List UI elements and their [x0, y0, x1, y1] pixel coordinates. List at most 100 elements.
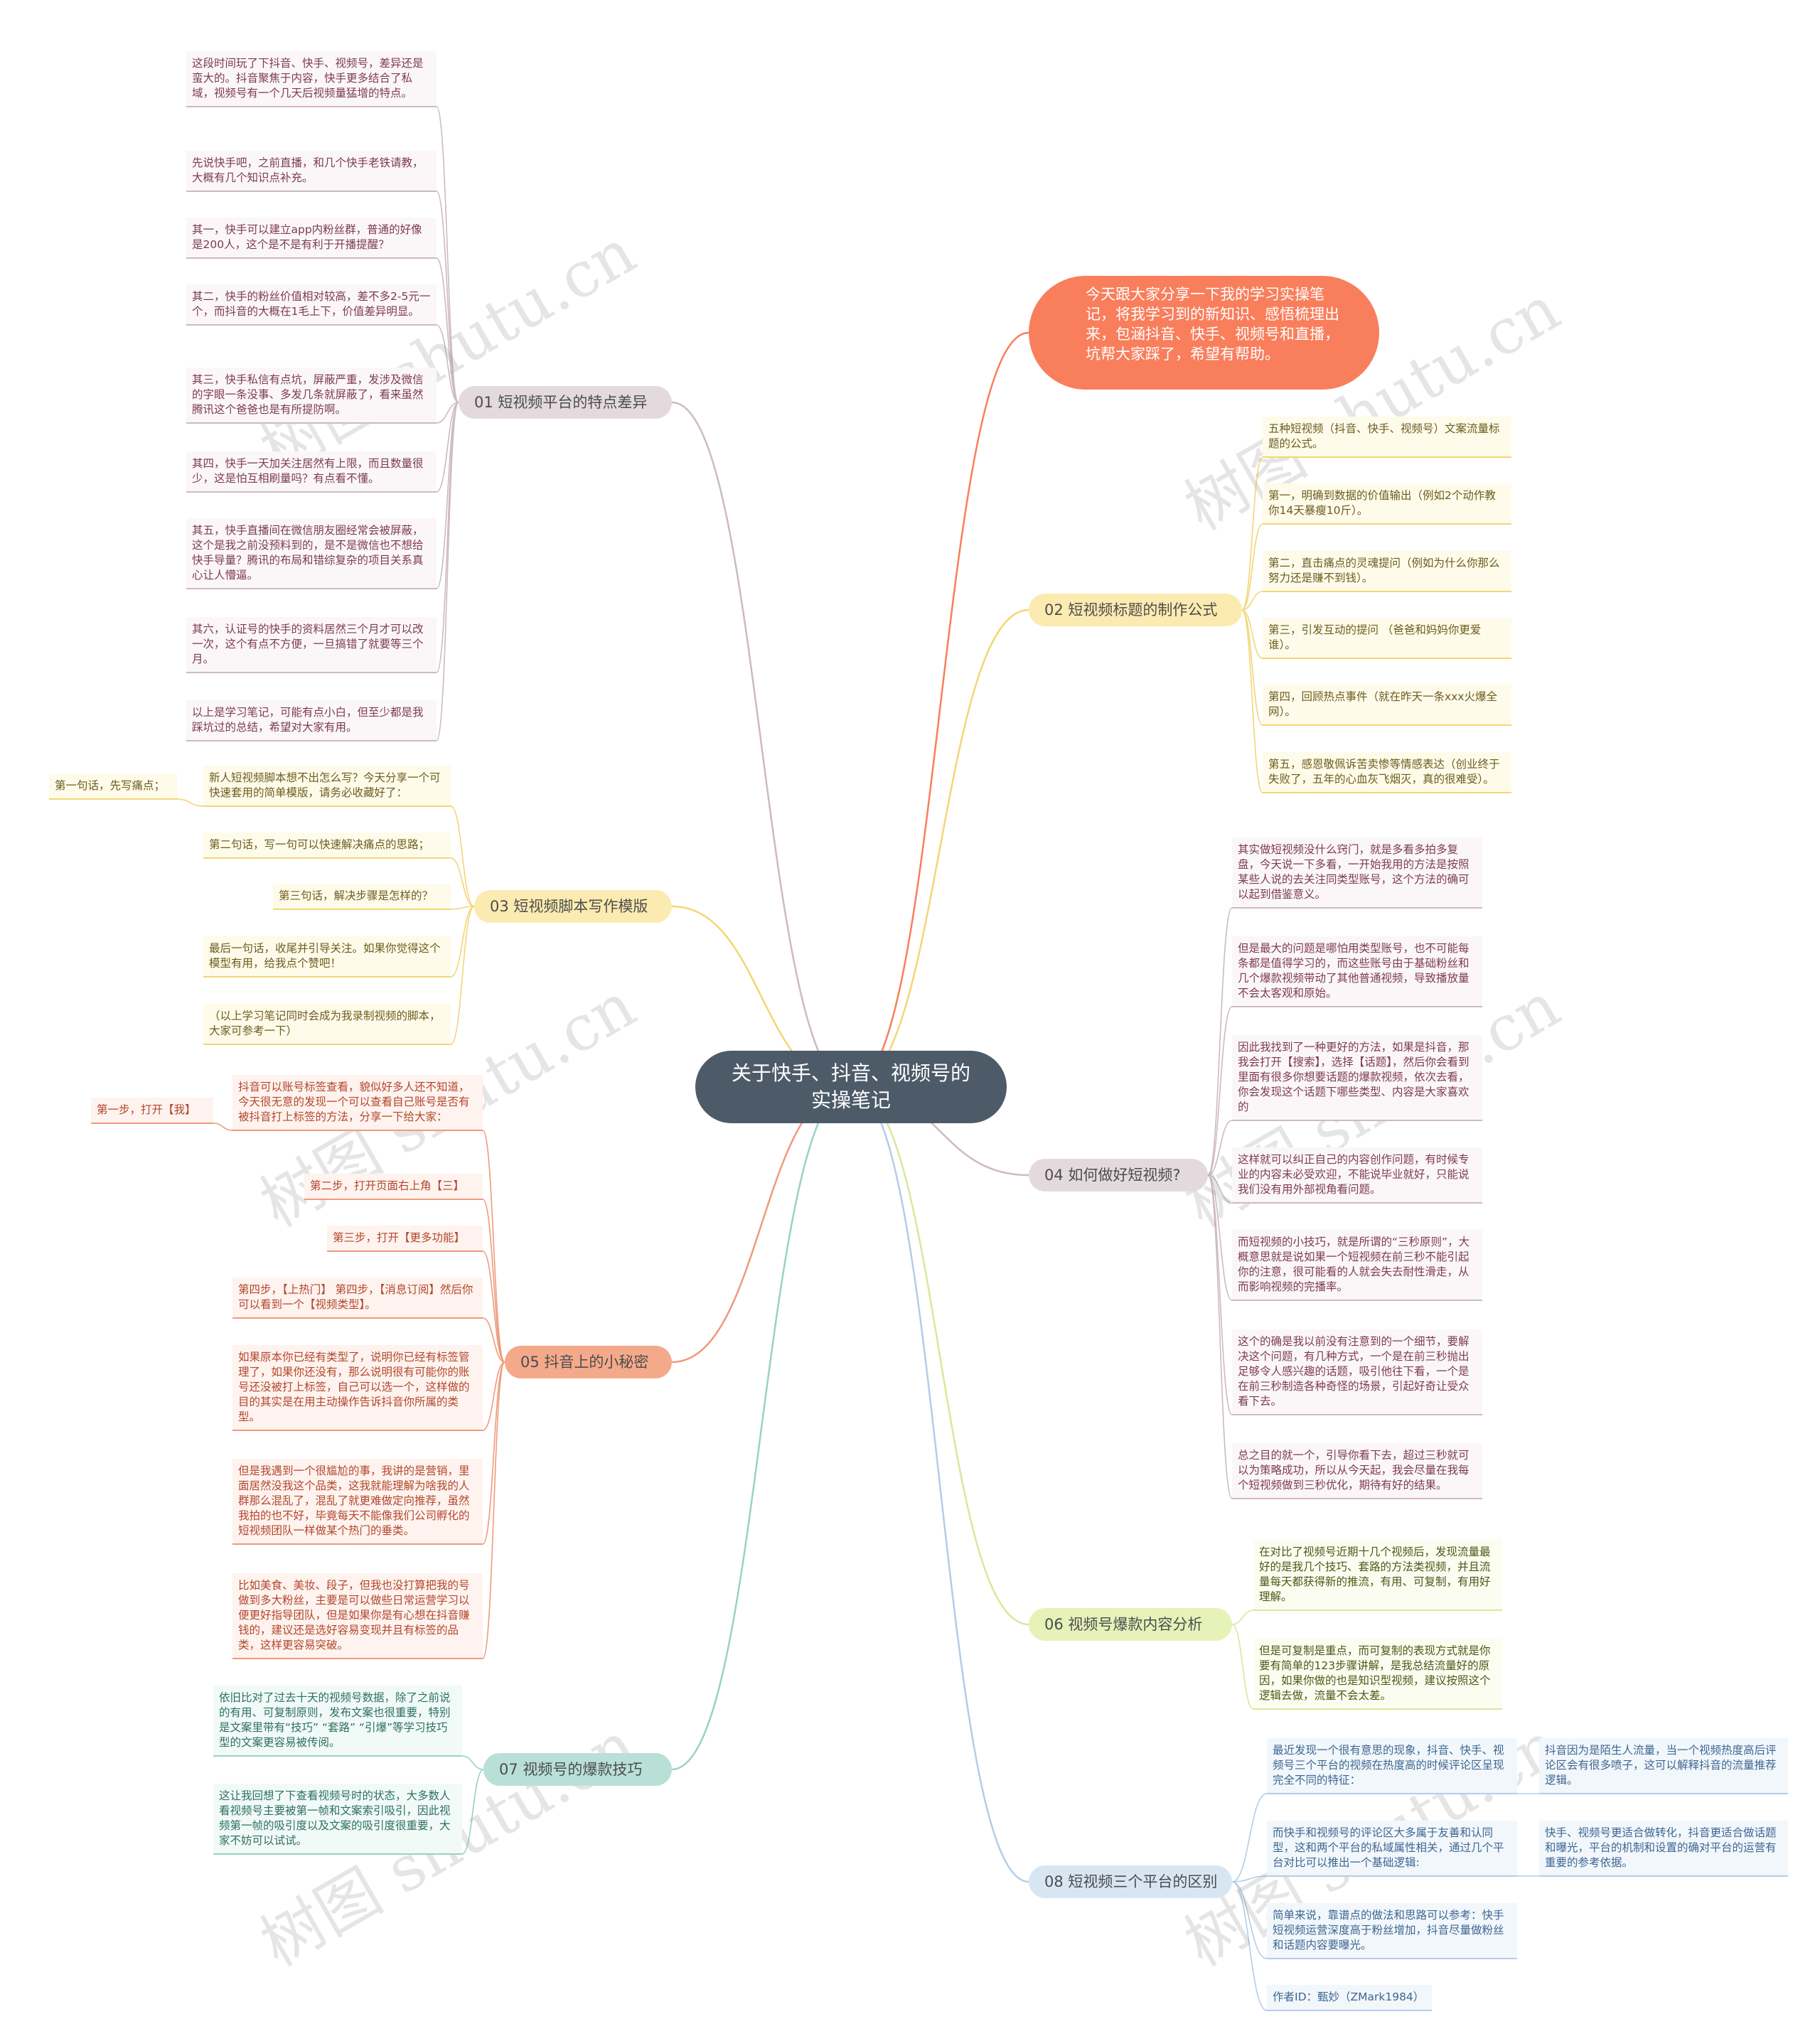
b4-leaf-5: 而短视频的小技巧，就是所谓的“三秒原则”，大概意思就是说如果一个短视频在前三秒不… [1232, 1230, 1482, 1301]
b3-leaf-3: 第三句话，解决步骤是怎样的？ [273, 884, 451, 910]
connector [482, 1361, 505, 1545]
connector [436, 402, 459, 424]
b8-leaf-1: 最近发现一个很有意思的现象，抖音、快手、视频号三个平台的视频在热度高的时候评论区… [1267, 1738, 1517, 1794]
connector [436, 106, 459, 403]
connector [1241, 456, 1263, 611]
b5-leaf-5: 如果原本你已经有类型了，说明你已经有标签管理了，如果你还没有，那么说明很有可能你… [232, 1345, 483, 1431]
connector [1207, 1006, 1233, 1176]
connector [436, 402, 459, 589]
connector [213, 1123, 233, 1131]
connector [482, 1199, 505, 1363]
b4-leaf-1: 其实做短视频没什么窍门，就是多看多拍多复盘，今天说一下多看，一开始我用的方法是按… [1232, 837, 1482, 909]
b3-leaf-1: 新人短视频脚本想不出怎么写？今天分享一个可快速套用的简单模版，请务必收藏好了： [203, 766, 451, 807]
branch-01-platform-differences[interactable]: 01 短视频平台的特点差异 [459, 386, 672, 419]
connector [482, 1250, 505, 1363]
connector [1207, 1174, 1233, 1301]
connector [436, 402, 459, 741]
connector [850, 1086, 1029, 1883]
b7-leaf-2: 这让我回想了下查看视频号时的状态，大多数人看视频号主要被第一帧和文案索引吸引，因… [213, 1784, 462, 1855]
connector [1207, 1174, 1233, 1204]
b1-leaf-4: 其二，快手的粉丝价值相对较高，差不多2-5元一个，而抖音的大概在1毛上下，价值差… [186, 284, 437, 326]
b2-leaf-1: 五种短视频（抖音、快手、视频号）文案流量标题的公式。 [1263, 417, 1511, 458]
connector [482, 1317, 505, 1363]
connector [461, 1755, 484, 1770]
connector [1207, 907, 1233, 1176]
connector [436, 257, 459, 403]
b5-sub-leaf: 第一步，打开【我】 [91, 1098, 213, 1124]
connector [1241, 591, 1263, 611]
connector [482, 1361, 505, 1659]
b8-leaf-3: 简单来说，靠谱点的做法和思路可以参考：快手短视频运营深度高于粉丝增加，抖音尽量做… [1267, 1903, 1517, 1959]
b8-sub-leaf-1: 抖音因为是陌生人流量，当一个视频热度高后评论区会有很多喷子，这可以解释抖音的流量… [1539, 1738, 1788, 1794]
b1-leaf-5: 其三，快手私信有点坑，屏蔽严重，发涉及微信的字眼一条没事、多发几条就屏蔽了，看来… [186, 368, 437, 424]
b2-leaf-4: 第三，引发互动的提问 （爸爸和妈妈你更爱谁）。 [1263, 618, 1511, 659]
connector [436, 324, 459, 403]
b4-leaf-3: 因此我找到了一种更好的方法，如果是抖音，那我会打开【搜索】，选择【话题】，然后你… [1232, 1035, 1482, 1121]
b5-leaf-2: 第二步，打开页面右上角【三】 [304, 1174, 483, 1200]
b2-leaf-2: 第一，明确到数据的价值输出（例如2个动作教你14天暴瘦10斤）。 [1263, 483, 1511, 525]
b5-leaf-4: 第四步，【上热门】 第四步，【消息订阅】然后你可以看到一个【视频类型】。 [232, 1277, 483, 1319]
connector [482, 1361, 505, 1431]
connector [850, 1086, 1029, 1626]
b3-sub-leaf: 第一句话，先写痛点； [49, 773, 177, 800]
b1-leaf-8: 其六，认证号的快手的资料居然三个月才可以改一次，这个有点不方便，一旦搞错了就要等… [186, 617, 437, 673]
connector [450, 906, 475, 1045]
connector [450, 906, 475, 977]
b5-leaf-1: 抖音可以账号标签查看，貌似好多人还不知道，今天很无意的发现一个可以查看自己账号是… [232, 1075, 483, 1131]
connector [1207, 1174, 1233, 1415]
connector [1231, 1624, 1254, 1710]
connector [1241, 523, 1263, 611]
intro-node[interactable]: 今天跟大家分享一下我的学习实操笔记，将我学习到的新知识、感悟梳理出来，包涵抖音、… [1029, 276, 1379, 390]
connector [1231, 1609, 1254, 1625]
connector [482, 1130, 505, 1363]
branch-06-channels-hit-analysis[interactable]: 06 视频号爆款内容分析 [1029, 1608, 1232, 1641]
connector [1241, 609, 1263, 793]
b7-leaf-1: 依旧比对了过去十天的视频号数据，除了之前说的有用、可复制原则，发布文案也很重要，… [213, 1686, 462, 1757]
connector [450, 805, 475, 907]
b1-leaf-9: 以上是学习笔记，可能有点小白，但至少都是我踩坑过的总结，希望对大家有用。 [186, 700, 437, 741]
b1-leaf-6: 其四，快手一天加关注居然有上限，而且数量很少，这是怕互相刷量吗？有点看不懂。 [186, 451, 437, 493]
b3-leaf-2: 第二句话，写一句可以快速解决痛点的思路； [203, 832, 451, 859]
b1-leaf-1: 这段时间玩了下抖音、快手、视频号，差异还是蛮大的。抖音聚焦于内容，快手更多结合了… [186, 51, 437, 107]
b5-leaf-3: 第三步，打开【更多功能】 [327, 1226, 483, 1252]
connector [671, 1086, 852, 1771]
connector [436, 191, 459, 403]
connector [450, 906, 475, 910]
connector [850, 609, 1029, 1088]
connector [1207, 1174, 1233, 1499]
b6-leaf-2: 但是可复制是重点，而可复制的表现方式就是你要有简单的123步骤讲解，是我总结流量… [1253, 1639, 1502, 1710]
branch-08-platform-comparison[interactable]: 08 短视频三个平台的区别 [1029, 1865, 1232, 1898]
b4-leaf-4: 这样就可以纠正自己的内容创作问题，有时候专业的内容未必受欢迎，不能说毕业就好，只… [1232, 1147, 1482, 1204]
b6-leaf-1: 在对比了视频号近期十几个视频后，发现流量最好的是我几个技巧、套路的方法类视频，并… [1253, 1540, 1502, 1611]
connector [671, 1086, 852, 1364]
connector [1231, 1881, 1268, 2011]
connector [1207, 1120, 1233, 1176]
connector [1231, 1875, 1268, 1882]
branch-02-title-formula[interactable]: 02 短视频标题的制作公式 [1029, 594, 1242, 626]
connector [1241, 609, 1263, 726]
b4-leaf-6: 这个的确是我以前没有注意到的一个细节，要解决这个问题，有几种方式，一个是在前三秒… [1232, 1329, 1482, 1415]
b3-leaf-4: 最后一句话，收尾并引导关注。如果你觉得这个模型有用，给我点个赞吧！ [203, 936, 451, 977]
b8-leaf-2: 而快手和视频号的评论区大多属于友善和认同型，这和两个平台的私域属性相关，通过几个… [1267, 1821, 1517, 1877]
connector [1231, 1793, 1268, 1882]
connector [450, 857, 475, 907]
connector [1231, 1881, 1268, 1959]
root-topic[interactable]: 关于快手、抖音、视频号的实操笔记 [695, 1051, 1007, 1123]
connector [436, 402, 459, 493]
b2-leaf-3: 第二，直击痛点的灵魂提问（例如为什么你那么努力还是赚不到钱）。 [1263, 551, 1511, 592]
b5-leaf-7: 比如美食、美妆、段子，但我也没打算把我的号做到多大粉丝，主要是可以做些日常运营学… [232, 1573, 483, 1659]
b2-leaf-5: 第四，回顾热点事件（就在昨天一条xxx火爆全网）。 [1263, 685, 1511, 726]
b1-leaf-7: 其五，快手直播间在微信朋友圈经常会被屏蔽，这个是我之前没预料到的，是不是微信也不… [186, 518, 437, 589]
connector [176, 798, 204, 807]
b1-leaf-3: 其一，快手可以建立app内粉丝群，普通的好像是200人，这个是不是有利于开播提醒… [186, 218, 437, 259]
connector [461, 1769, 484, 1855]
branch-05-douyin-secrets[interactable]: 05 抖音上的小秘密 [505, 1346, 672, 1378]
b8-author-id: 作者ID：甄妙（ZMark1984） [1267, 1985, 1432, 2011]
branch-03-script-template[interactable]: 03 短视频脚本写作模版 [474, 890, 672, 923]
branch-04-how-to-make-videos[interactable]: 04 如何做好短视频? [1029, 1159, 1208, 1191]
b8-sub-leaf-2: 快手、视频号更适合做转化，抖音更适合做话题和曝光，平台的机制和设置的确对平台的运… [1539, 1821, 1788, 1877]
b5-leaf-6: 但是我遇到一个很尴尬的事，我讲的是营销，里面居然没我这个品类，这我就能理解为啥我… [232, 1459, 483, 1545]
b1-leaf-2: 先说快手吧，之前直播，和几个快手老铁请教，大概有几个知识点补充。 [186, 151, 437, 192]
branch-07-channels-hit-tips[interactable]: 07 视频号的爆款技巧 [483, 1753, 672, 1786]
